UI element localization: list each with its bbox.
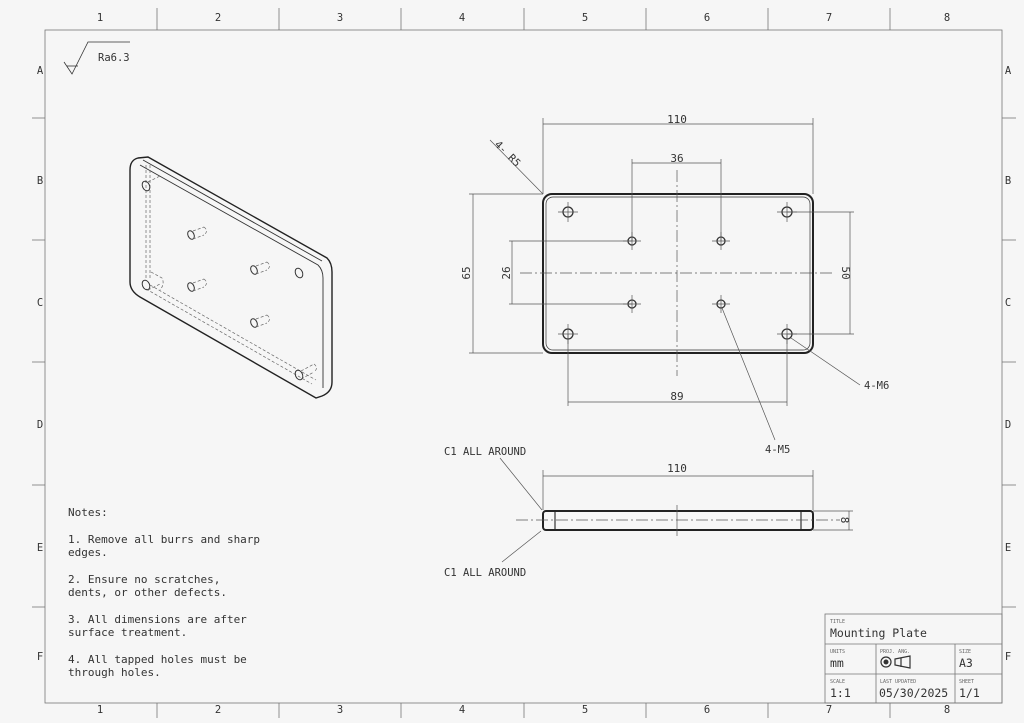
drawing-border xyxy=(44,29,1003,704)
dim-width: 110 xyxy=(667,113,687,126)
col-label: 3 xyxy=(337,704,343,716)
projection-label: PROJ. ANG. xyxy=(880,649,910,655)
row-label: F xyxy=(1005,651,1011,663)
row-label: F xyxy=(37,651,43,663)
chamfer-callout-top: C1 ALL AROUND xyxy=(444,446,526,458)
row-label: B xyxy=(1005,175,1011,187)
scale-value: 1:1 xyxy=(830,686,851,700)
third-angle-projection-icon xyxy=(880,655,911,669)
updated-label: LAST UPDATED xyxy=(880,679,916,685)
top-view: 110 36 65 26 50 89 4- R5 4-M6 4-M5 xyxy=(460,113,889,456)
col-label: 5 xyxy=(582,704,588,716)
row-label: E xyxy=(37,542,43,554)
note-line: edges. xyxy=(68,546,108,559)
col-label: 2 xyxy=(215,12,221,24)
col-label: 1 xyxy=(97,12,103,24)
title-block: TITLE Mounting Plate UNITS mm PROJ. ANG.… xyxy=(824,613,1003,704)
dim-inner-y: 26 xyxy=(500,266,513,279)
col-label: 2 xyxy=(215,704,221,716)
row-label: A xyxy=(37,65,44,77)
row-label: C xyxy=(37,297,43,309)
row-label: B xyxy=(37,175,43,187)
col-label: 3 xyxy=(337,12,343,24)
col-label: 4 xyxy=(459,12,465,24)
surface-finish-symbol: Ra6.3 xyxy=(63,41,130,75)
col-label: 7 xyxy=(826,12,832,24)
note-line: surface treatment. xyxy=(68,626,187,639)
row-label: E xyxy=(1005,542,1011,554)
row-label: D xyxy=(37,419,43,431)
col-label: 8 xyxy=(944,12,950,24)
col-label: 4 xyxy=(459,704,465,716)
note-line: 1. Remove all burrs and sharp xyxy=(68,533,260,546)
scale-label: SCALE xyxy=(830,679,845,685)
dim-inner-x: 36 xyxy=(670,152,683,165)
note-line: through holes. xyxy=(68,666,161,679)
col-label: 8 xyxy=(944,704,950,716)
row-labels: A B C D E F A B C D E F xyxy=(37,65,1012,663)
m6-holes xyxy=(562,206,793,340)
title-label: TITLE xyxy=(830,619,845,625)
column-labels: 1 2 3 4 5 6 7 8 1 2 3 4 5 6 7 8 xyxy=(97,12,950,716)
note-line: 2. Ensure no scratches, xyxy=(68,573,220,586)
row-label: C xyxy=(1005,297,1011,309)
dim-outer-x: 89 xyxy=(670,390,683,403)
callout-radius: 4- R5 xyxy=(492,139,523,170)
dim-outer-y: 50 xyxy=(839,266,852,279)
drawing-title: Mounting Plate xyxy=(830,626,927,640)
dim-height: 65 xyxy=(460,266,473,279)
notes-heading: Notes: xyxy=(68,506,108,519)
col-label: 7 xyxy=(826,704,832,716)
column-ticks xyxy=(32,8,1016,718)
callout-m5: 4-M5 xyxy=(765,444,790,456)
units-label: UNITS xyxy=(830,649,845,655)
note-line: 4. All tapped holes must be xyxy=(68,653,247,666)
units-value: mm xyxy=(830,656,844,670)
chamfer-callout-bottom: C1 ALL AROUND xyxy=(444,567,526,579)
size-label: SIZE xyxy=(959,649,971,655)
col-label: 5 xyxy=(582,12,588,24)
col-label: 6 xyxy=(704,12,710,24)
row-label: A xyxy=(1005,65,1012,77)
callout-m6: 4-M6 xyxy=(864,380,889,392)
side-dim-thickness: 8 xyxy=(838,517,851,524)
side-dim-width: 110 xyxy=(667,462,687,475)
isometric-view xyxy=(129,156,333,399)
m5-holes xyxy=(627,236,726,309)
col-label: 1 xyxy=(97,704,103,716)
col-label: 6 xyxy=(704,704,710,716)
notes: Notes: 1. Remove all burrs and sharp edg… xyxy=(68,506,260,679)
updated-value: 05/30/2025 xyxy=(879,686,948,700)
row-label: D xyxy=(1005,419,1011,431)
size-value: A3 xyxy=(959,656,973,670)
side-view: 110 8 C1 ALL AROUND C1 ALL AROUND xyxy=(444,446,853,579)
sheet-label: SHEET xyxy=(959,679,974,685)
note-line: 3. All dimensions are after xyxy=(68,613,247,626)
note-line: dents, or other defects. xyxy=(68,586,227,599)
surface-finish-value: Ra6.3 xyxy=(98,52,130,64)
sheet-value: 1/1 xyxy=(959,686,980,700)
